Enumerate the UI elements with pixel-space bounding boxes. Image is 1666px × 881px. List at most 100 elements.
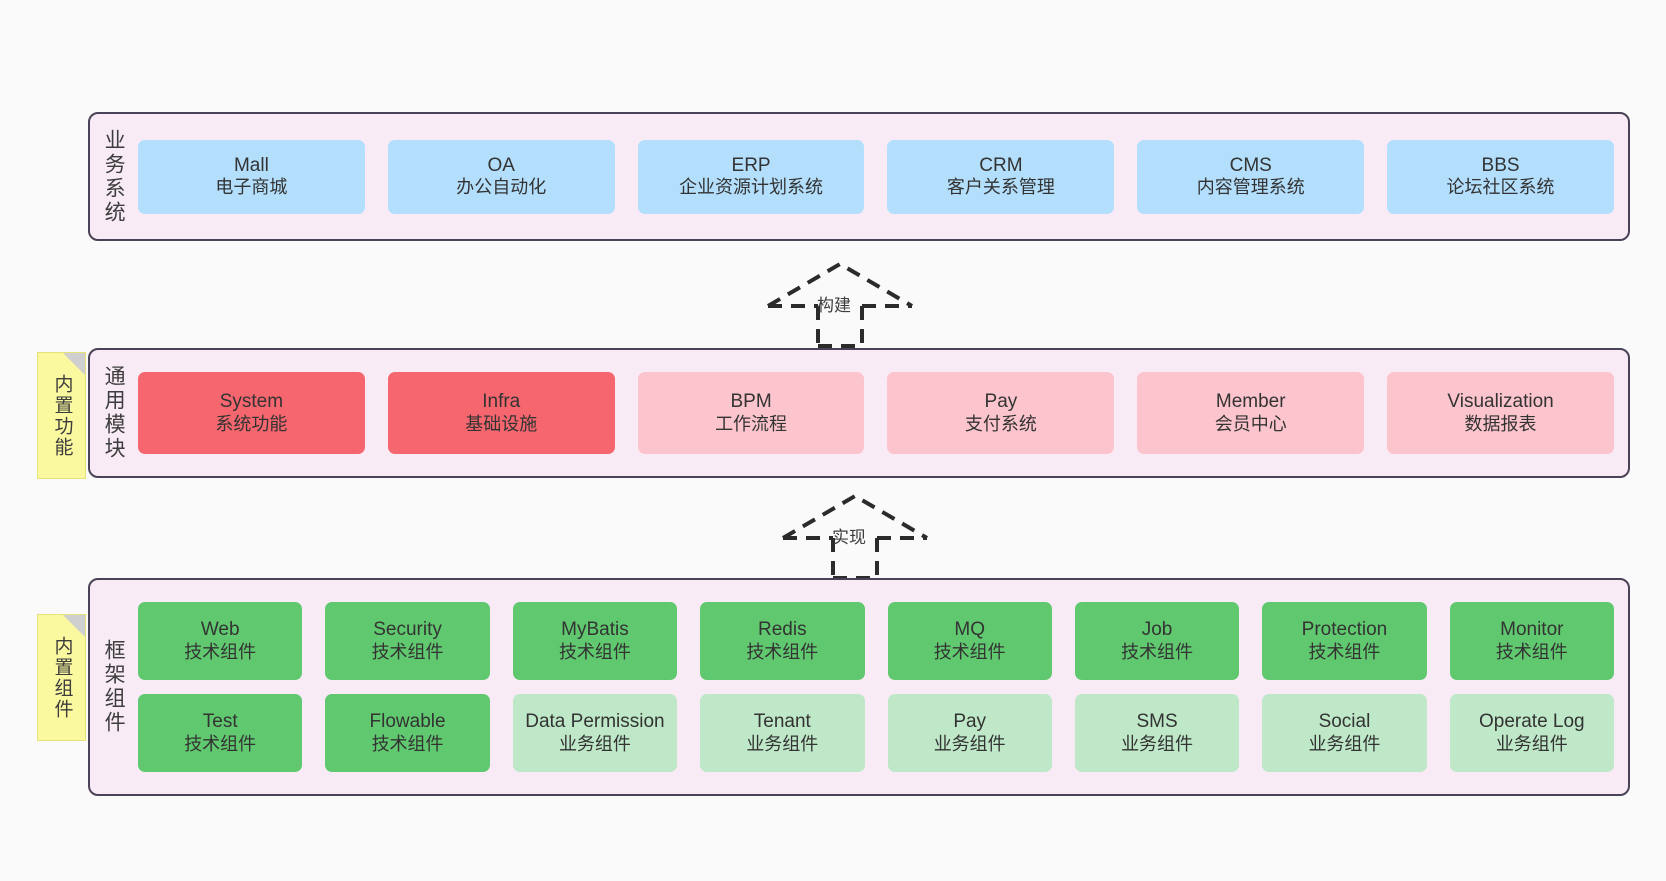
- card-subtitle: 数据报表: [1464, 413, 1537, 434]
- card-title: Pay: [953, 711, 987, 733]
- card-subtitle: 业务组件: [933, 733, 1006, 754]
- card-title: Redis: [758, 619, 807, 641]
- card-subtitle: 业务组件: [1495, 733, 1568, 754]
- card-title: BBS: [1481, 154, 1520, 176]
- card-mq[interactable]: MQ 技术组件: [887, 602, 1052, 680]
- card-data-permission[interactable]: Data Permission 业务组件: [512, 694, 678, 772]
- folded-corner-icon: [63, 615, 85, 637]
- card-system[interactable]: System 系统功能: [138, 372, 365, 454]
- card-title: MyBatis: [561, 619, 629, 641]
- layer-common-modules[interactable]: 通用模块 System 系统功能 Infra 基础设施 BPM 工作流程 Pay…: [88, 348, 1630, 478]
- card-redis[interactable]: Redis 技术组件: [700, 602, 865, 680]
- card-subtitle: 客户关系管理: [946, 177, 1055, 198]
- card-erp[interactable]: ERP 企业资源计划系统: [637, 139, 865, 214]
- card-title: SMS: [1136, 711, 1178, 733]
- card-subtitle: 工作流程: [715, 413, 788, 434]
- card-title: BPM: [730, 391, 772, 413]
- card-subtitle: 技术组件: [371, 641, 444, 662]
- card-subtitle: 技术组件: [1121, 641, 1194, 662]
- card-oa[interactable]: OA 办公自动化: [387, 139, 615, 214]
- card-title: Monitor: [1500, 619, 1564, 641]
- card-subtitle: 业务组件: [1308, 733, 1381, 754]
- card-mybatis[interactable]: MyBatis 技术组件: [512, 602, 678, 680]
- card-row: Test 技术组件 Flowable 技术组件 Data Permission …: [138, 694, 1614, 772]
- card-subtitle: 技术组件: [1495, 641, 1568, 662]
- card-subtitle: 内容管理系统: [1196, 177, 1305, 198]
- card-title: System: [219, 391, 284, 413]
- card-test[interactable]: Test 技术组件: [138, 694, 303, 772]
- card-subtitle: 论坛社区系统: [1446, 177, 1555, 198]
- card-social[interactable]: Social 业务组件: [1262, 694, 1427, 772]
- card-title: Data Permission: [525, 711, 665, 733]
- card-tenant[interactable]: Tenant 业务组件: [700, 694, 865, 772]
- card-row: System 系统功能 Infra 基础设施 BPM 工作流程 Pay 支付系统…: [138, 372, 1614, 454]
- card-title: Member: [1215, 391, 1286, 413]
- card-security[interactable]: Security 技术组件: [325, 602, 490, 680]
- card-subtitle: 技术组件: [184, 733, 257, 754]
- card-subtitle: 基础设施: [465, 413, 538, 434]
- sticky-note-label: 内置组件: [51, 635, 73, 720]
- sticky-note-builtin-features[interactable]: 内置功能: [37, 352, 86, 479]
- card-subtitle: 电子商城: [215, 177, 288, 198]
- card-pay-component[interactable]: Pay 业务组件: [887, 694, 1052, 772]
- card-monitor[interactable]: Monitor 技术组件: [1449, 602, 1614, 680]
- sticky-note-builtin-components[interactable]: 内置组件: [37, 614, 86, 741]
- card-crm[interactable]: CRM 客户关系管理: [887, 139, 1115, 214]
- card-title: Tenant: [753, 711, 811, 733]
- card-title: Visualization: [1447, 391, 1554, 413]
- card-mall[interactable]: Mall 电子商城: [138, 139, 365, 214]
- card-subtitle: 技术组件: [371, 733, 444, 754]
- card-web[interactable]: Web 技术组件: [138, 602, 303, 680]
- card-title: Infra: [482, 391, 521, 413]
- card-title: ERP: [731, 154, 771, 176]
- layer-body-common-modules: System 系统功能 Infra 基础设施 BPM 工作流程 Pay 支付系统…: [136, 350, 1628, 476]
- card-bpm[interactable]: BPM 工作流程: [637, 372, 865, 454]
- layer-label-framework-components: 框架组件: [102, 639, 126, 735]
- card-subtitle: 业务组件: [558, 733, 631, 754]
- card-subtitle: 技术组件: [1308, 641, 1381, 662]
- card-visualization[interactable]: Visualization 数据报表: [1387, 372, 1614, 454]
- card-job[interactable]: Job 技术组件: [1074, 602, 1240, 680]
- card-title: Job: [1141, 619, 1173, 641]
- card-subtitle: 支付系统: [964, 413, 1037, 434]
- card-subtitle: 会员中心: [1214, 413, 1287, 434]
- card-title: CMS: [1229, 154, 1272, 176]
- card-subtitle: 系统功能: [215, 413, 288, 434]
- connector-implement-label: 实现: [832, 528, 866, 547]
- card-member[interactable]: Member 会员中心: [1137, 372, 1365, 454]
- card-subtitle: 办公自动化: [456, 177, 547, 198]
- folded-corner-icon: [63, 353, 85, 375]
- card-title: MQ: [954, 619, 985, 641]
- layer-label-business-system: 业务系统: [102, 128, 126, 225]
- card-title: Mall: [233, 154, 269, 176]
- card-subtitle: 业务组件: [1121, 733, 1194, 754]
- card-subtitle: 业务组件: [746, 733, 819, 754]
- card-title: Test: [202, 711, 238, 733]
- layer-body-framework-components: Web 技术组件 Security 技术组件 MyBatis 技术组件 Redi…: [136, 580, 1628, 794]
- card-flowable[interactable]: Flowable 技术组件: [325, 694, 490, 772]
- card-subtitle: 技术组件: [558, 641, 631, 662]
- card-bbs[interactable]: BBS 论坛社区系统: [1387, 139, 1614, 214]
- card-pay-module[interactable]: Pay 支付系统: [887, 372, 1115, 454]
- card-protection[interactable]: Protection 技术组件: [1262, 602, 1427, 680]
- card-cms[interactable]: CMS 内容管理系统: [1137, 139, 1365, 214]
- card-sms[interactable]: SMS 业务组件: [1074, 694, 1240, 772]
- card-title: Protection: [1301, 619, 1388, 641]
- card-row: Web 技术组件 Security 技术组件 MyBatis 技术组件 Redi…: [138, 602, 1614, 680]
- card-title: Social: [1318, 711, 1371, 733]
- layer-body-business-system: Mall 电子商城 OA 办公自动化 ERP 企业资源计划系统 CRM 客户关系…: [136, 114, 1628, 239]
- card-title: OA: [487, 154, 515, 176]
- card-subtitle: 技术组件: [184, 641, 257, 662]
- card-title: CRM: [979, 154, 1023, 176]
- card-subtitle: 技术组件: [746, 641, 819, 662]
- card-operate-log[interactable]: Operate Log 业务组件: [1449, 694, 1614, 772]
- card-subtitle: 企业资源计划系统: [679, 177, 824, 198]
- card-title: Operate Log: [1478, 711, 1585, 733]
- card-infra[interactable]: Infra 基础设施: [387, 372, 615, 454]
- card-subtitle: 技术组件: [933, 641, 1006, 662]
- layer-framework-components[interactable]: 框架组件 Web 技术组件 Security 技术组件 MyBatis 技术组件…: [88, 578, 1630, 796]
- card-title: Pay: [984, 391, 1018, 413]
- layer-business-system[interactable]: 业务系统 Mall 电子商城 OA 办公自动化 ERP 企业资源计划系统 CRM…: [88, 112, 1630, 241]
- connector-build-label: 构建: [817, 296, 851, 315]
- card-title: Web: [200, 619, 240, 641]
